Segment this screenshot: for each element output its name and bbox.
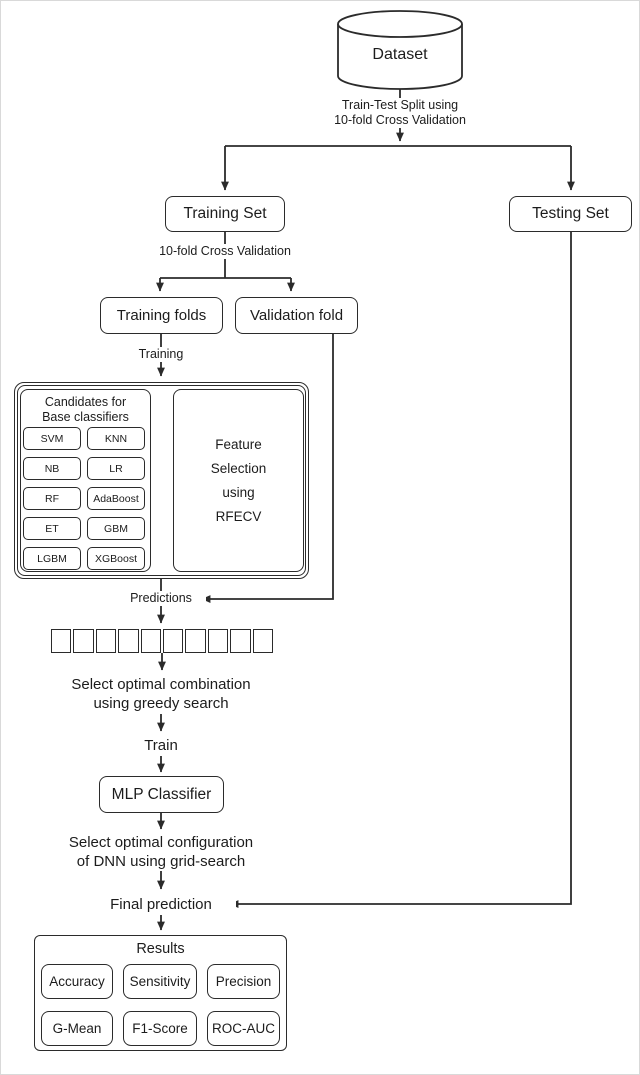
greedy-search-line2: using greedy search <box>93 694 229 712</box>
candidates-panel: Candidates for Base classifiers <box>20 389 151 572</box>
final-prediction-annotation: Final prediction <box>86 896 236 915</box>
metric-label-rocauc: ROC-AUC <box>212 1021 275 1036</box>
classifier-chip-lgbm: LGBM <box>23 547 81 570</box>
prediction-cell <box>95 629 117 653</box>
cv-annotation: 10-fold Cross Validation <box>125 244 325 259</box>
predictions-annotation: Predictions <box>116 591 206 606</box>
training-set-label: Training Set <box>183 205 267 222</box>
feature-selection-line2: Selection <box>210 460 267 476</box>
prediction-cell <box>140 629 162 653</box>
base-classifier-container-inner-border <box>17 385 306 576</box>
classifier-chip-xgboost: XGBoost <box>87 547 145 570</box>
split-annotation: Train-Test Split using 10-fold Cross Val… <box>300 98 500 128</box>
training-folds-label: Training folds <box>116 307 207 324</box>
grid-search-text: Select optimal configuration of DNN usin… <box>51 834 271 871</box>
training-folds-node: Training folds <box>100 297 223 334</box>
validation-fold-node: Validation fold <box>235 297 358 334</box>
prediction-cell <box>118 629 139 653</box>
classifier-label-rf: RF <box>45 492 59 505</box>
classifier-label-gbm: GBM <box>104 522 128 535</box>
classifier-chip-gbm: GBM <box>87 517 145 540</box>
classifier-chip-nb: NB <box>23 457 81 480</box>
candidates-title-line2: Base classifiers <box>42 410 129 424</box>
split-annotation-line2: 10-fold Cross Validation <box>334 113 466 127</box>
classifier-label-nb: NB <box>44 462 60 475</box>
classifier-chip-et: ET <box>23 517 81 540</box>
classifier-chip-lr: LR <box>87 457 145 480</box>
classifier-label-et: ET <box>45 522 59 535</box>
classifier-label-knn: KNN <box>104 432 128 445</box>
classifier-label-lr: LR <box>109 462 123 475</box>
metric-precision: Precision <box>207 964 280 999</box>
classifier-label-lgbm: LGBM <box>37 552 67 565</box>
candidates-title: Candidates for Base classifiers <box>21 390 150 425</box>
classifier-label-svm: SVM <box>40 432 64 445</box>
prediction-cells-row <box>51 629 274 653</box>
metric-label-accuracy: Accuracy <box>49 974 105 989</box>
metric-rocauc: ROC-AUC <box>207 1011 280 1046</box>
prediction-cell <box>51 629 72 653</box>
mlp-classifier-node: MLP Classifier <box>99 776 224 813</box>
metric-sensitivity: Sensitivity <box>123 964 197 999</box>
metric-gmean: G-Mean <box>41 1011 113 1046</box>
metric-label-f1score: F1-Score <box>132 1021 188 1036</box>
classifier-label-adaboost: AdaBoost <box>93 492 139 505</box>
grid-search-line2: of DNN using grid-search <box>76 852 246 870</box>
dataset-cylinder-icon <box>337 10 463 90</box>
training-set-node: Training Set <box>165 196 285 232</box>
classifier-chip-rf: RF <box>23 487 81 510</box>
feature-selection-node: Feature Selection using RFECV <box>173 389 304 572</box>
prediction-cell <box>163 629 184 653</box>
train-annotation: Train <box>111 737 211 756</box>
feature-selection-line1: Feature <box>215 436 262 452</box>
grid-search-line1: Select optimal configuration <box>68 834 254 851</box>
split-annotation-line1: Train-Test Split using <box>341 98 459 112</box>
prediction-cell <box>73 629 94 653</box>
prediction-cell <box>230 629 251 653</box>
dataset-label: Dataset <box>372 46 428 63</box>
candidates-title-line1: Candidates for <box>44 395 127 409</box>
classifier-chip-adaboost: AdaBoost <box>87 487 145 510</box>
testing-set-node: Testing Set <box>509 196 632 232</box>
metric-f1score: F1-Score <box>123 1011 197 1046</box>
metric-label-gmean: G-Mean <box>52 1021 102 1036</box>
classifier-chip-svm: SVM <box>23 427 81 450</box>
validation-fold-label: Validation fold <box>249 307 344 324</box>
metric-accuracy: Accuracy <box>41 964 113 999</box>
prediction-cell <box>252 629 274 653</box>
testing-set-label: Testing Set <box>532 205 609 222</box>
feature-selection-line3: using <box>222 484 255 500</box>
feature-selection-line4: RFECV <box>215 508 262 524</box>
results-title: Results <box>136 941 185 957</box>
greedy-search-text: Select optimal combination using greedy … <box>61 676 261 713</box>
prediction-cell <box>185 629 206 653</box>
metric-label-precision: Precision <box>215 974 272 989</box>
greedy-search-line1: Select optimal combination <box>71 676 251 693</box>
classifier-chip-knn: KNN <box>87 427 145 450</box>
metric-label-sensitivity: Sensitivity <box>129 974 191 989</box>
prediction-cell <box>207 629 229 653</box>
classifier-label-xgboost: XGBoost <box>94 552 138 565</box>
training-annotation: Training <box>111 347 211 362</box>
mlp-classifier-label: MLP Classifier <box>111 785 212 803</box>
